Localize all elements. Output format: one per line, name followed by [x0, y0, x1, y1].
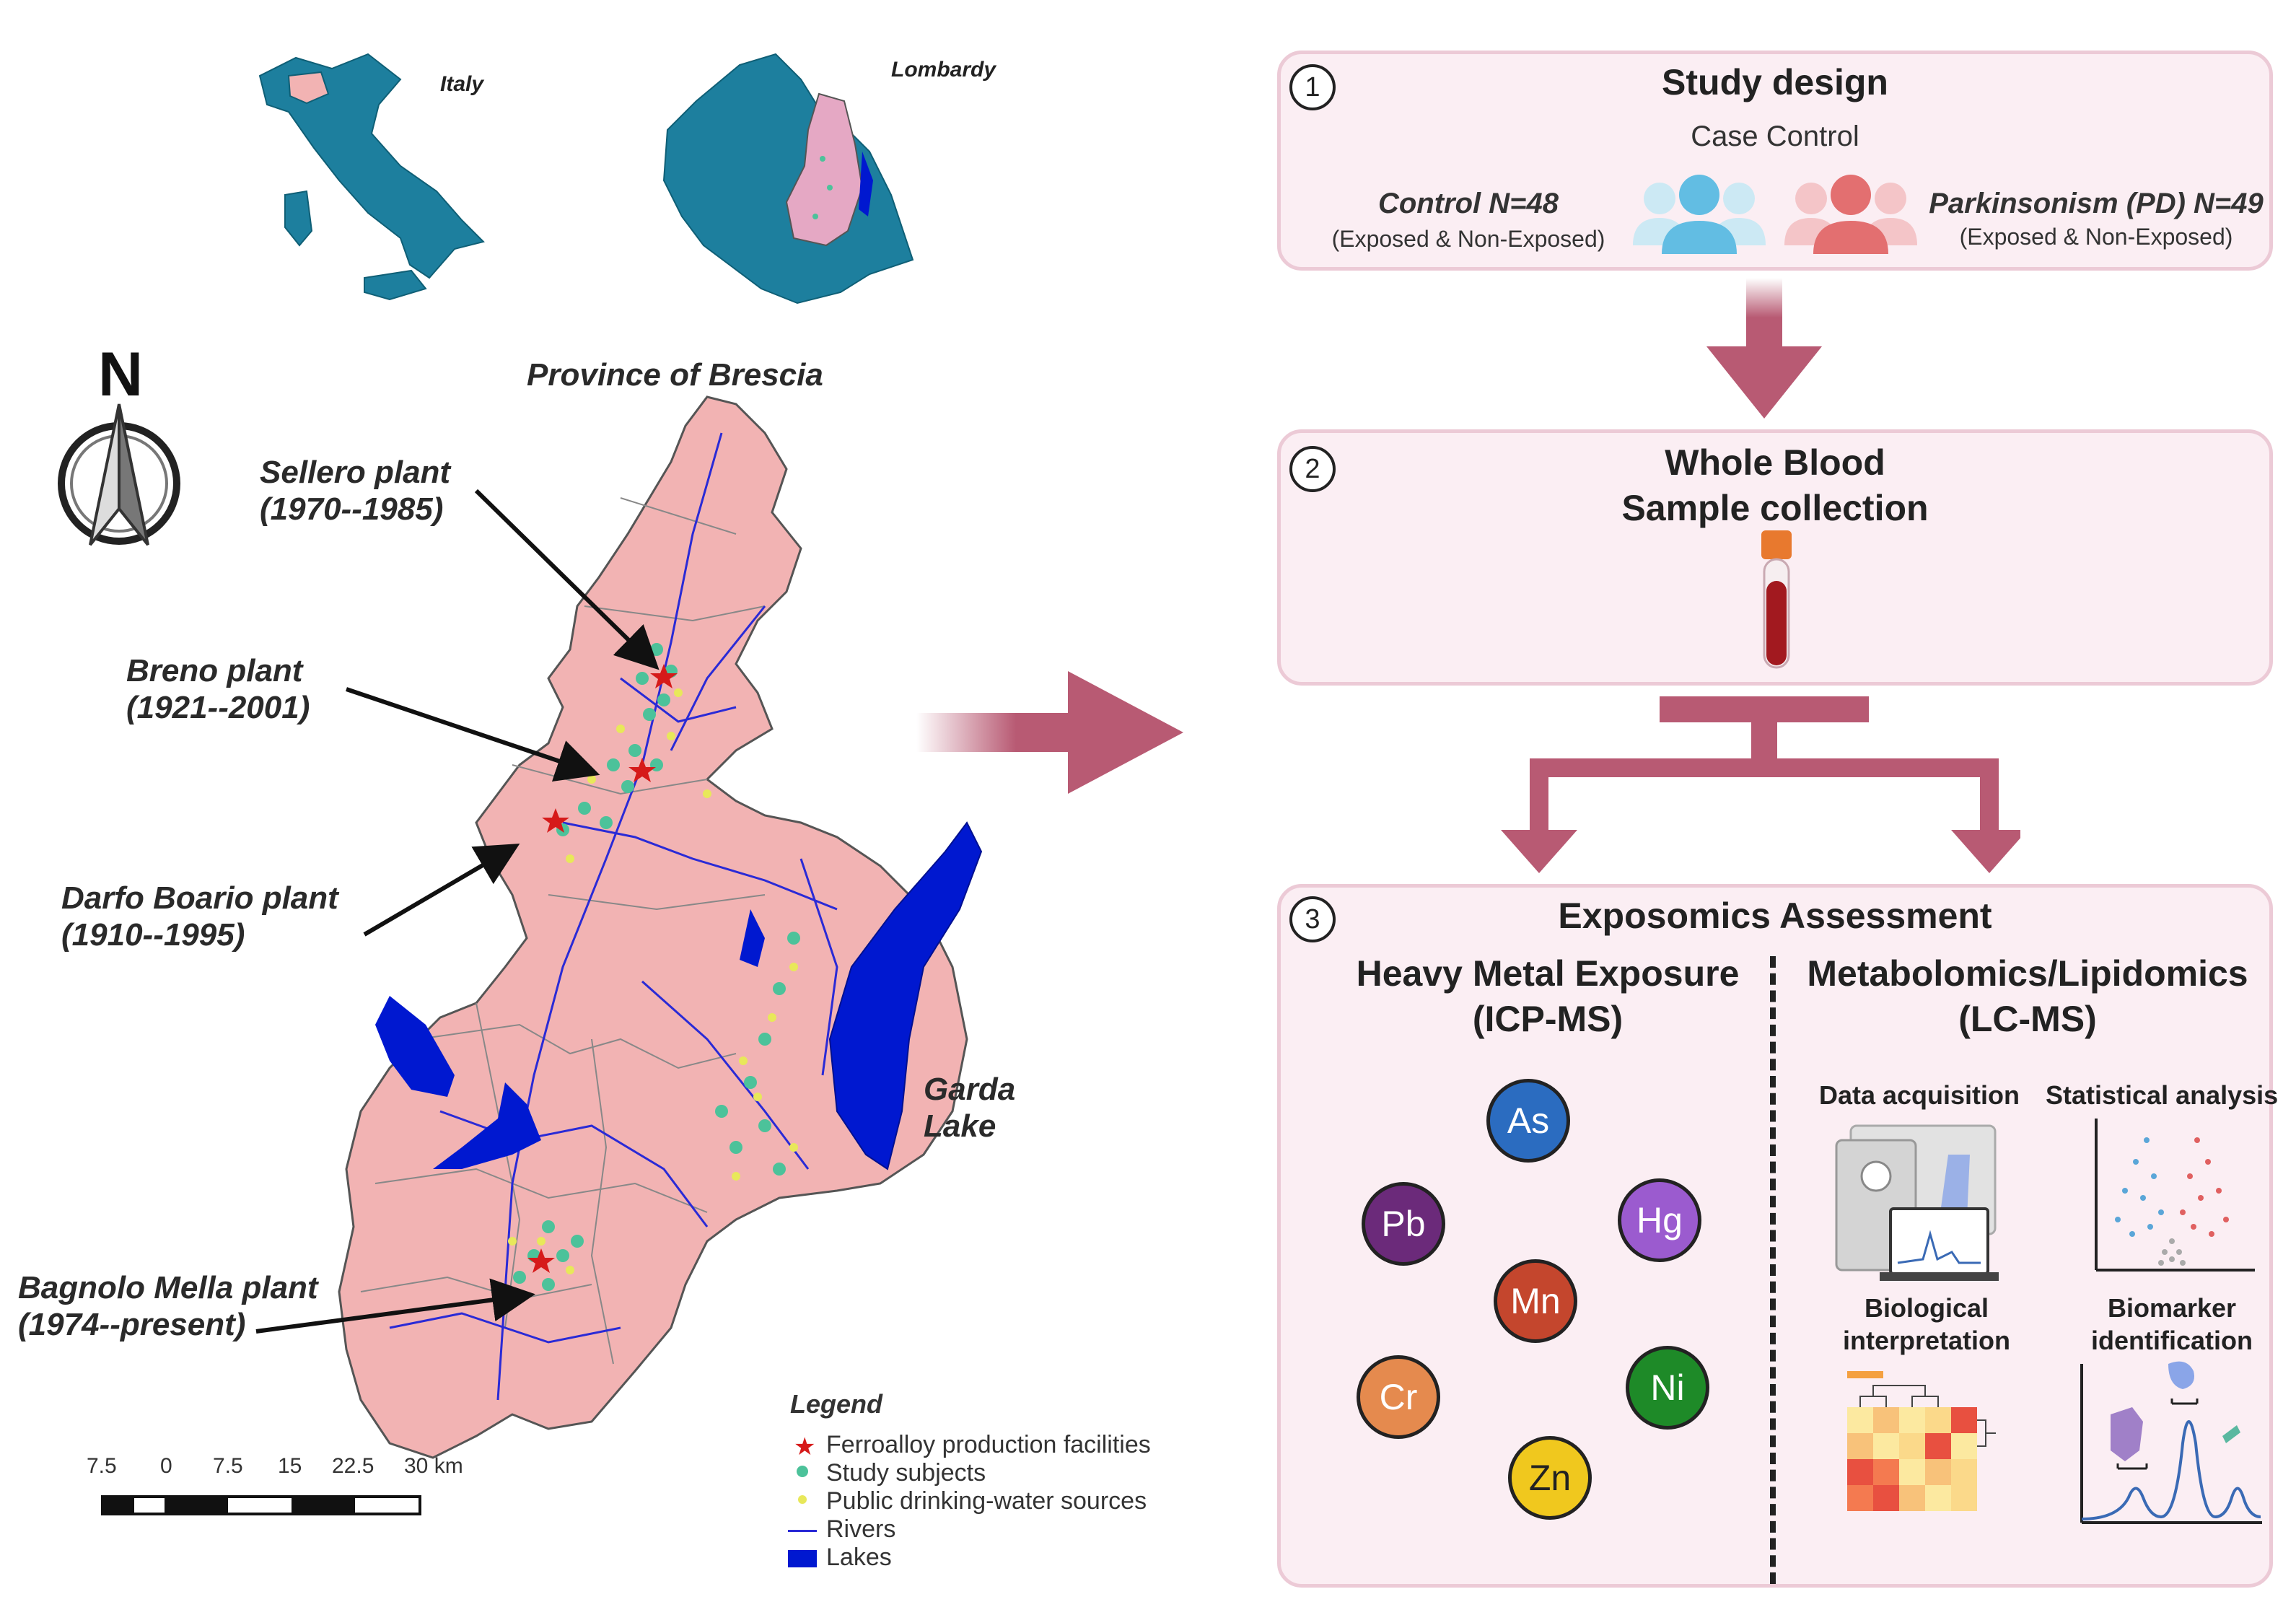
legend-item-sources: Public drinking-water sources — [826, 1487, 1147, 1515]
scale-label-3: 15 — [278, 1454, 302, 1478]
metal-zn: Zn — [1508, 1436, 1592, 1520]
control-group-sub: (Exposed & Non-Exposed) — [1331, 226, 1605, 252]
blood-tube-icon — [1761, 530, 1792, 669]
scale-label-0: 7.5 — [87, 1454, 117, 1478]
case-control-label: Case Control — [1691, 121, 1859, 152]
step-number-2: 2 — [1289, 446, 1336, 492]
panel-study-design: 1 Study design Case Control Control N=48… — [1277, 51, 2273, 271]
metal-cr: Cr — [1357, 1355, 1440, 1439]
italy-label: Italy — [440, 72, 484, 96]
study-subject-dot-icon — [797, 1466, 808, 1477]
flow-arrow-icon — [916, 671, 1183, 794]
plant-pointer-arrows — [255, 489, 660, 1334]
section-divider — [1770, 956, 1776, 1584]
control-group-title: Control N=48 — [1377, 188, 1559, 219]
plant-label-breno: Breno plant(1921--2001) — [126, 653, 310, 725]
control-group-icon — [1633, 175, 1766, 254]
step-number-3: 3 — [1289, 896, 1336, 942]
scale-label-2: 7.5 — [213, 1454, 243, 1478]
down-arrow-icon — [1706, 278, 1822, 419]
metabolomics-title: Metabolomics/Lipidomics(LC-MS) — [1807, 953, 2248, 1039]
water-source-dot-icon — [798, 1495, 807, 1504]
province-title: Province of Brescia — [527, 357, 823, 393]
lombardy-inset-map — [662, 53, 914, 305]
lake-swatch-icon — [788, 1550, 817, 1567]
lombardy-label: Lombardy — [891, 58, 996, 82]
legend-item-subjects: Study subjects — [826, 1459, 986, 1487]
plant-label-bagnolo: Bagnolo Mella plant(1974--present) — [18, 1270, 318, 1342]
instrument-icon — [1835, 1124, 1999, 1281]
north-label: N — [98, 340, 144, 409]
heavy-metal-title: Heavy Metal Exposure(ICP-MS) — [1356, 953, 1740, 1039]
pd-group-sub: (Exposed & Non-Exposed) — [1959, 224, 2233, 250]
biomarker-chromatogram-icon — [2080, 1361, 2262, 1524]
statistical-analysis-label: Statistical analysis — [2046, 1080, 2279, 1110]
metal-pb: Pb — [1362, 1182, 1445, 1266]
legend-item-facilities: Ferroalloy production facilities — [826, 1431, 1151, 1458]
brescia-province-map — [338, 395, 983, 1459]
scale-bar — [101, 1495, 421, 1515]
study-design-title: Study design — [1662, 62, 1888, 102]
scale-label-4: 22.5 — [332, 1454, 374, 1478]
step-number-1: 1 — [1289, 64, 1336, 110]
heatmap-icon — [1847, 1371, 1996, 1511]
metal-mn: Mn — [1494, 1259, 1577, 1343]
metal-ni: Ni — [1626, 1346, 1709, 1430]
pd-group-icon — [1784, 175, 1917, 254]
metal-hg: Hg — [1618, 1178, 1701, 1262]
plant-label-darfo: Darfo Boario plant(1910--1995) — [61, 880, 338, 953]
split-arrow-icon — [1501, 696, 2020, 873]
north-arrow-icon — [58, 403, 180, 546]
pd-group-title: Parkinsonism (PD) N=49 — [1929, 188, 2264, 219]
panel-exposomics: 3 Exposomics Assessment Heavy Metal Expo… — [1277, 884, 2278, 1588]
volcano-plot-icon — [2095, 1119, 2255, 1272]
legend-item-lakes: Lakes — [826, 1544, 892, 1571]
river-line-icon — [788, 1530, 817, 1532]
scale-label-5: 30 km — [404, 1454, 463, 1478]
italy-inset-map — [258, 53, 485, 301]
legend-title: Legend — [790, 1389, 883, 1419]
data-acquisition-label: Data acquisition — [1818, 1080, 2020, 1110]
exposomics-title: Exposomics Assessment — [1558, 896, 1992, 936]
legend-item-rivers: Rivers — [826, 1515, 896, 1543]
metal-as: As — [1486, 1079, 1570, 1163]
plant-label-sellero: Sellero plant(1970--1985) — [260, 455, 451, 527]
facility-star-icon: ★ — [794, 1433, 816, 1461]
scale-label-1: 0 — [160, 1454, 172, 1478]
